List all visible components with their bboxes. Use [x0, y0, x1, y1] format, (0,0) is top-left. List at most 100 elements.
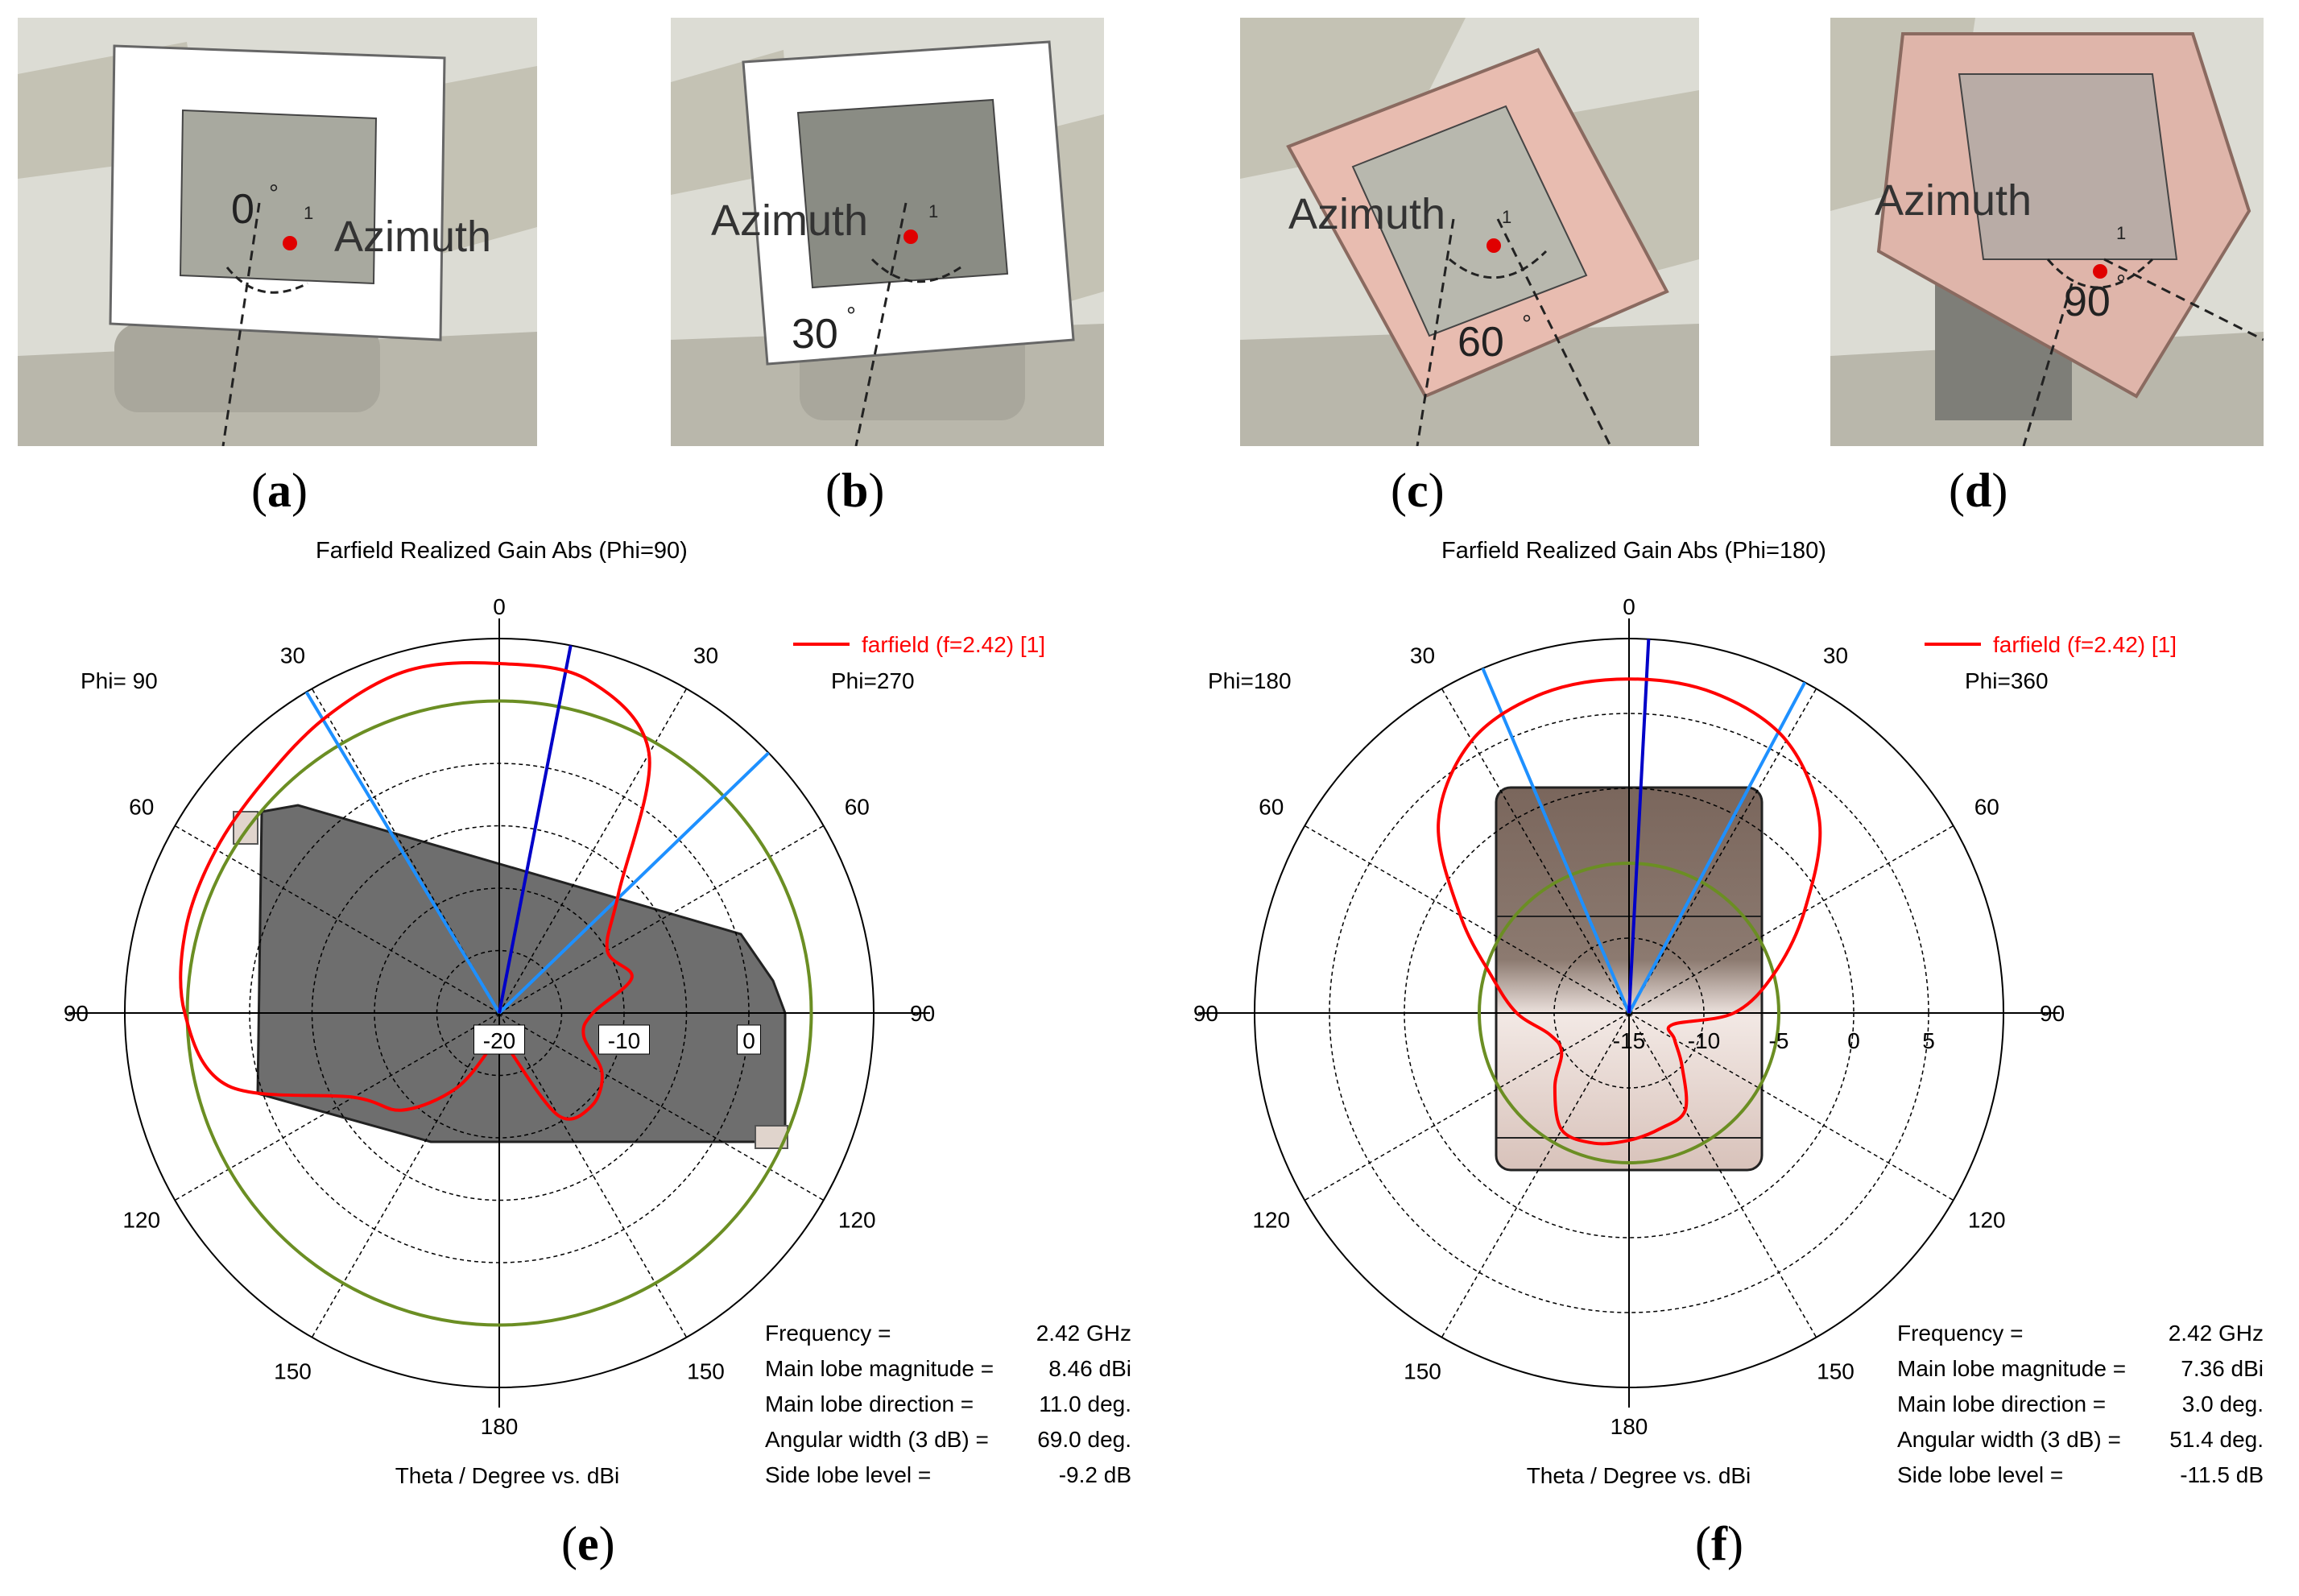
chart-0-angle-tick-label: 150: [274, 1358, 312, 1383]
chart-1-angle-tick-label: 150: [1817, 1358, 1854, 1383]
chart-0-x-axis-label: Theta / Degree vs. dBi: [395, 1463, 620, 1488]
chart-0-angle-tick-label: 150: [687, 1358, 725, 1383]
chart-1-spoke: [1628, 688, 1817, 1014]
chart-1-angle-tick-label: 0: [1623, 594, 1635, 619]
chart-1-angle-tick-label: 180: [1611, 1414, 1648, 1439]
chart-1-angle-tick-label: 90: [2040, 1001, 2065, 1026]
chart-1-angle-tick-label: 30: [1823, 643, 1848, 668]
azimuth-angle-c: 60: [1458, 319, 1504, 366]
chart-0-main-lobe-line: [498, 645, 573, 1014]
antenna-rendering-d: Azimuth 90 ° 1: [1830, 18, 2264, 446]
degree-mark-b: °: [846, 303, 856, 329]
chart-0-stat-label: Main lobe magnitude =: [765, 1356, 994, 1381]
chart-0-angle-tick-label: 120: [838, 1208, 876, 1233]
chart-1-radial-label: -10: [1688, 1028, 1720, 1053]
chart-1-radial-label: -5: [1769, 1028, 1789, 1053]
chart-1-stat-value: 51.4 deg.: [2169, 1427, 2264, 1452]
chart-0-radial-label-box: [598, 1024, 650, 1055]
chart-0-left-phi-label: Phi= 90: [81, 668, 158, 693]
chart-1-angle-tick-label: 90: [1193, 1001, 1218, 1026]
chart-1-angle-tick-label: 150: [1404, 1358, 1441, 1383]
chart-0-radial-label: 0: [742, 1028, 755, 1053]
chart-0-angle-tick-label: 120: [122, 1208, 160, 1233]
chart-0-angle-tick-label: 0: [493, 594, 506, 619]
chart-1-stat-value: 7.36 dBi: [2181, 1356, 2264, 1381]
chart-0-angle-tick-label: 90: [64, 1001, 89, 1026]
chart-0-radial-label: -20: [483, 1028, 515, 1053]
chart-0-angle-tick-label: 60: [129, 795, 154, 820]
chart-0-stat-label: Frequency =: [765, 1321, 891, 1346]
degree-mark-a: °: [269, 180, 279, 207]
chart-1-stat-value: -11.5 dB: [2180, 1462, 2264, 1487]
chart-0-beam-edge-left: [304, 691, 501, 1015]
panel-label-a: (a): [251, 464, 308, 517]
antenna-rendering-a: 0 ° Azimuth 1: [18, 18, 537, 446]
photo-panel-d: Azimuth 90 ° 1: [1830, 18, 2264, 446]
chart-0-stat-value: 2.42 GHz: [1036, 1321, 1131, 1346]
chart-1-left-phi-label: Phi=180: [1208, 668, 1292, 693]
antenna-rendering-c: Azimuth 60 ° 1: [1240, 18, 1699, 446]
panel-label-e: (e): [561, 1517, 615, 1570]
chart-0-stat-value: 69.0 deg.: [1037, 1427, 1131, 1452]
chart-0-stat-value: 11.0 deg.: [1039, 1391, 1131, 1416]
port-label-d: 1: [2116, 223, 2126, 243]
azimuth-label-c: Azimuth: [1288, 190, 1445, 238]
chart-1-radial-label: -15: [1613, 1028, 1645, 1053]
chart-0-angle-tick-label: 30: [280, 643, 305, 668]
chart-title-e: Farfield Realized Gain Abs (Phi=90): [316, 538, 688, 564]
chart-1-reference-circle: [1478, 862, 1780, 1164]
chart-0-stat-label: Main lobe direction =: [765, 1391, 974, 1416]
chart-1-x-axis-label: Theta / Degree vs. dBi: [1527, 1463, 1751, 1488]
chart-0-angle-tick-label: 30: [693, 643, 718, 668]
degree-mark-d: °: [2116, 271, 2126, 297]
chart-1-legend-label: farfield (f=2.42) [1]: [1993, 632, 2177, 657]
chart-0-angle-tick-label: 90: [910, 1001, 935, 1026]
chart-1-radial-label: 5: [1922, 1028, 1935, 1053]
chart-1-series-curve: [1437, 677, 1822, 1146]
chart-1-spoke: [1441, 1012, 1630, 1338]
azimuth-angle-d: 90: [2064, 279, 2111, 325]
chart-1-beam-edge-right: [1627, 681, 1807, 1014]
azimuth-label-b: Azimuth: [711, 196, 868, 245]
chart-1-spoke: [1628, 1012, 1954, 1201]
chart-1-stat-value: 2.42 GHz: [2169, 1321, 2264, 1346]
chart-1-angle-tick-label: 60: [1974, 795, 1999, 820]
chart-1-main-lobe-line: [1627, 639, 1651, 1014]
photo-panel-b: Azimuth 30 ° 1: [671, 18, 1104, 446]
chart-1-angle-tick-label: 60: [1259, 795, 1284, 820]
panel-label-d: (d): [1949, 464, 2008, 517]
chart-0-reference-circle: [185, 699, 813, 1327]
chart-title-f: Farfield Realized Gain Abs (Phi=180): [1441, 538, 1826, 564]
chart-0-legend-label: farfield (f=2.42) [1]: [862, 632, 1045, 657]
chart-1-spoke: [1628, 825, 1954, 1014]
photo-panel-c: Azimuth 60 ° 1: [1240, 18, 1699, 446]
chart-1-spoke: [1304, 1012, 1630, 1201]
chart-1-beam-edge-left: [1481, 668, 1631, 1014]
panel-label-f: (f): [1695, 1517, 1743, 1570]
chart-0-angle-tick-label: 60: [845, 795, 870, 820]
chart-1-angle-tick-label: 120: [1252, 1208, 1290, 1233]
chart-1-spoke: [1304, 825, 1630, 1014]
chart-1-spoke: [1441, 688, 1630, 1014]
photo-panel-a: 0 ° Azimuth 1: [18, 18, 537, 446]
chart-0-stat-label: Side lobe level =: [765, 1462, 931, 1487]
chart-0-stat-value: -9.2 dB: [1059, 1462, 1131, 1487]
chart-1-angle-tick-label: 120: [1968, 1208, 2006, 1233]
chart-1-spoke: [1628, 1012, 1817, 1338]
chart-0-right-phi-label: Phi=270: [831, 668, 915, 693]
panel-label-b: (b): [825, 464, 885, 517]
port-label-a: 1: [304, 203, 313, 223]
chart-1-angle-tick-label: 30: [1410, 643, 1435, 668]
chart-0-radial-label-box: [473, 1024, 525, 1055]
chart-1-stat-label: Angular width (3 dB) =: [1897, 1427, 2121, 1452]
chart-1-stat-label: Frequency =: [1897, 1321, 2023, 1346]
port-label-c: 1: [1502, 207, 1511, 227]
port-label-b: 1: [928, 201, 938, 221]
chart-0-angle-tick-label: 180: [481, 1414, 519, 1439]
chart-0-stat-value: 8.46 dBi: [1048, 1356, 1131, 1381]
chart-1-stat-value: 3.0 deg.: [2182, 1391, 2264, 1416]
degree-mark-c: °: [1522, 311, 1532, 337]
azimuth-angle-a: 0: [231, 186, 254, 233]
